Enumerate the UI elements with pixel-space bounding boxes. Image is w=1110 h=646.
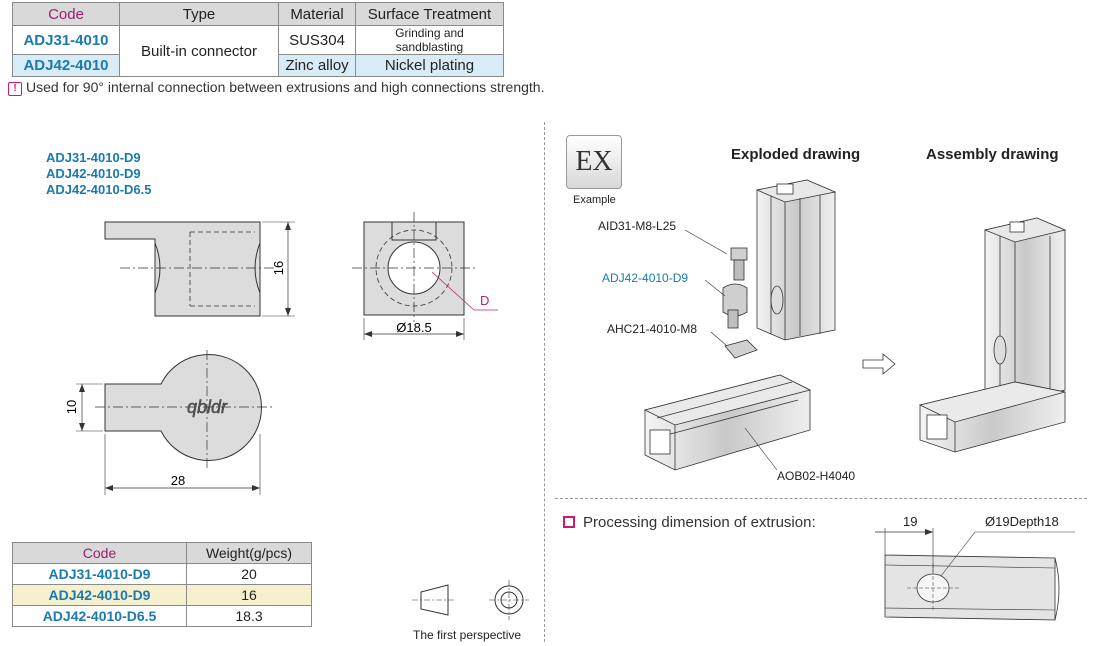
- weight-code-3: ADJ42-4010-D6.5: [12, 605, 187, 627]
- nut-callout: AHC21-4010-M8: [607, 322, 698, 336]
- spec-material-2: Zinc alloy: [278, 54, 356, 77]
- spec-table: Code Type Material Surface Treatment ADJ…: [12, 2, 504, 77]
- weight-value-2: 16: [186, 584, 312, 606]
- usage-note: ! Used for 90° internal connection betwee…: [8, 79, 544, 96]
- length-dim-label: 28: [171, 473, 185, 488]
- spec-surface-1: Grinding and sandblasting: [355, 25, 504, 55]
- weight-table: Code Weight(g/pcs) ADJ31-4010-D9 20 ADJ4…: [12, 542, 312, 627]
- part-number-2: ADJ42-4010-D9: [46, 166, 141, 181]
- part-number-3: ADJ42-4010-D6.5: [46, 182, 152, 197]
- processing-offset: 19: [903, 514, 918, 529]
- perspective-label: The first perspective: [413, 628, 522, 642]
- example-badge: EX: [566, 135, 622, 189]
- assembly-heading: Assembly drawing: [926, 146, 1059, 163]
- table-row: ADJ31-4010-D9 20: [12, 563, 312, 585]
- part-number-1: ADJ31-4010-D9: [46, 150, 141, 165]
- weight-header-code: Code: [12, 542, 187, 564]
- diameter-dim-label: Ø18.5: [396, 320, 431, 335]
- assembly-drawings: [643, 179, 1075, 621]
- horizontal-divider: [555, 498, 1087, 499]
- weight-value-3: 18.3: [186, 605, 312, 627]
- weight-code-1: ADJ31-4010-D9: [12, 563, 187, 585]
- usage-note-text: Used for 90° internal connection between…: [26, 79, 545, 95]
- part-number-list: ADJ31-4010-D9 ADJ42-4010-D9 ADJ42-4010-D…: [46, 150, 152, 198]
- spec-code-1: ADJ31-4010: [12, 25, 120, 55]
- weight-code-2: ADJ42-4010-D9: [12, 584, 187, 606]
- spec-code-2: ADJ42-4010: [12, 54, 120, 77]
- spec-header-surface: Surface Treatment: [355, 2, 504, 26]
- processing-label-row: Processing dimension of extrusion:: [563, 514, 816, 531]
- d-label: D: [480, 293, 489, 308]
- vertical-divider: [544, 122, 545, 642]
- warning-icon: !: [8, 82, 22, 96]
- logo-text: qbldr: [187, 397, 228, 417]
- processing-label: Processing dimension of extrusion:: [583, 514, 816, 531]
- table-row: ADJ42-4010-D9 16: [12, 584, 312, 606]
- weight-value-1: 20: [186, 563, 312, 585]
- spec-material-1: SUS304: [278, 25, 356, 55]
- weight-header-weight: Weight(g/pcs): [186, 542, 312, 564]
- width-dim-label: 10: [64, 400, 79, 414]
- extrusion-callout: AOB02-H4040: [777, 469, 856, 483]
- height-dim-label: 16: [271, 261, 286, 275]
- example-label: Example: [573, 194, 616, 206]
- connector-drawings: 16 Ø18.5 D qbldr 10 28: [64, 212, 529, 620]
- square-bullet-icon: [563, 516, 575, 528]
- table-row: ADJ42-4010-D6.5 18.3: [12, 605, 312, 627]
- exploded-heading: Exploded drawing: [731, 146, 861, 163]
- bolt-callout: AID31-M8-L25: [598, 219, 677, 233]
- spec-header-code: Code: [12, 2, 120, 26]
- connector-callout: ADJ42-4010-D9: [602, 271, 689, 285]
- spec-type: Built-in connector: [119, 25, 279, 77]
- spec-surface-2: Nickel plating: [355, 54, 504, 77]
- processing-hole: Ø19Depth18: [985, 514, 1059, 529]
